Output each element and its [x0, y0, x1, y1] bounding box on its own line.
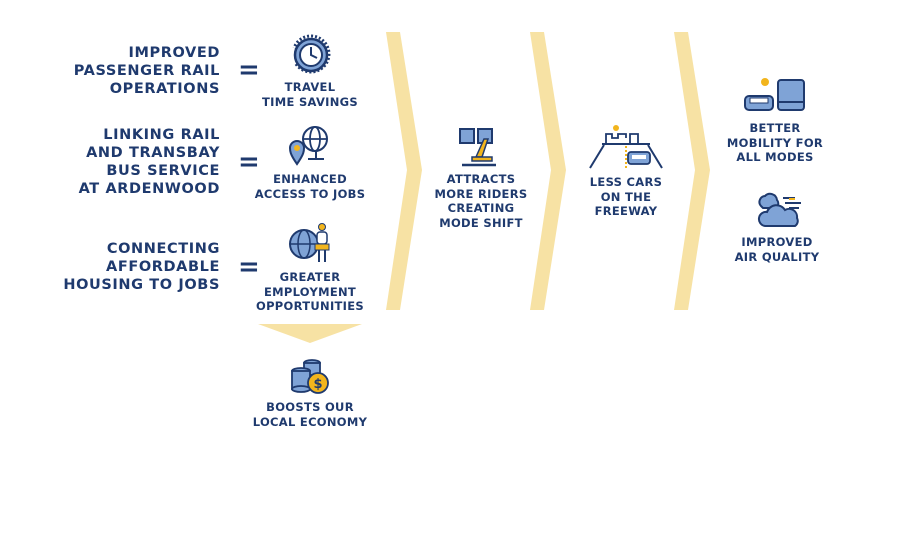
globe-worker-icon	[289, 223, 330, 262]
equals-sign: =	[238, 147, 260, 177]
chevron-arrow-3	[674, 32, 710, 310]
clock-icon	[292, 34, 331, 74]
coins-dollar-icon: $	[291, 359, 329, 394]
benefit-access-to-jobs: ENHANCED ACCESS TO JOBS	[254, 172, 366, 201]
benefit-local-economy: BOOSTS OUR LOCAL ECONOMY	[252, 400, 368, 429]
step-attracts-riders: ATTRACTS MORE RIDERS CREATING MODE SHIFT	[434, 172, 528, 230]
cause-rail-operations: IMPROVED PASSENGER RAIL OPERATIONS	[73, 45, 220, 97]
chevron-arrow-2	[530, 32, 566, 310]
cause-affordable-housing: CONNECTING AFFORDABLE HOUSING TO JOBS	[63, 241, 220, 293]
outcome-air-quality: IMPROVED AIR QUALITY	[734, 235, 820, 264]
benefit-travel-time: TRAVEL TIME SAVINGS	[262, 80, 358, 109]
step-less-cars: LESS CARS ON THE FREEWAY	[589, 175, 663, 218]
globe-location-icon	[288, 126, 328, 166]
equals-sign: =	[238, 252, 260, 282]
car-bus-icon	[744, 78, 805, 111]
clouds-icon	[757, 192, 801, 227]
benefit-employment: GREATER EMPLOYMENT OPPORTUNITIES	[256, 270, 364, 313]
outcome-mobility: BETTER MOBILITY FOR ALL MODES	[726, 121, 824, 164]
freeway-car-icon	[589, 125, 663, 169]
train-seat-icon	[459, 128, 496, 167]
equals-sign: =	[238, 55, 260, 85]
chevron-arrow-down	[258, 324, 362, 343]
chevron-arrow-1	[386, 32, 422, 310]
svg-text:$: $	[313, 377, 322, 392]
cause-transbay-bus: LINKING RAIL AND TRANSBAY BUS SERVICE AT…	[78, 127, 220, 197]
